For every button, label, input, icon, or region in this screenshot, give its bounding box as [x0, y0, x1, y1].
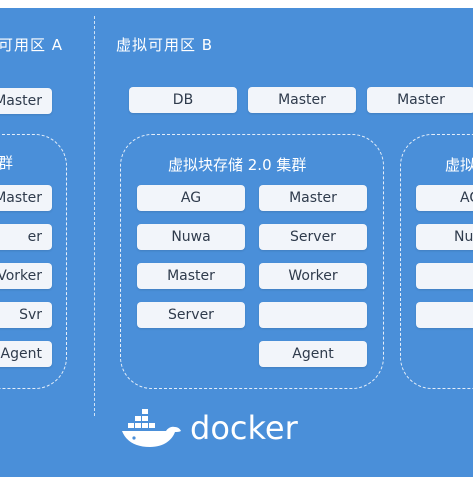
- db-box: DB: [129, 87, 237, 113]
- cluster-right-item: [416, 263, 473, 289]
- box-label: er: [27, 229, 42, 245]
- zone-divider: [94, 16, 95, 416]
- cluster-center-item: Nuwa: [137, 224, 245, 250]
- cluster-right-item: [416, 302, 473, 328]
- box-label: Svr: [19, 307, 42, 323]
- box-label: AG: [460, 190, 473, 206]
- zone-a-master-box: Master: [0, 88, 52, 114]
- box-label: DB: [172, 92, 194, 108]
- zone-b-label: 虚拟可用区 B: [116, 36, 214, 54]
- box-label: Agent: [292, 346, 334, 362]
- box-label: Master: [278, 92, 326, 108]
- cluster-center-item: AG: [137, 185, 245, 211]
- box-label: Master: [289, 190, 337, 206]
- docker-wordmark: docker: [190, 409, 298, 447]
- cluster-left-item: er: [0, 224, 52, 250]
- zone-a-label: 可用区 A: [0, 36, 64, 54]
- box-label: Agent: [0, 346, 42, 362]
- box-label: Nuwa: [171, 229, 211, 245]
- cluster-right-title: 虚拟: [445, 156, 473, 174]
- box-label: Vorker: [0, 268, 42, 284]
- docker-logo: docker: [120, 406, 298, 450]
- docker-whale-icon: [122, 409, 181, 447]
- box-label: Nuw: [454, 229, 473, 245]
- cluster-left-item: Svr: [0, 302, 52, 328]
- cluster-left-item: Vorker: [0, 263, 52, 289]
- cluster-center: [120, 134, 384, 389]
- architecture-diagram: 可用区 A 虚拟可用区 B Master DB Master Master 群 …: [0, 8, 473, 477]
- box-label: Server: [290, 229, 336, 245]
- cluster-center-item: Server: [259, 224, 367, 250]
- box-label: Master: [167, 268, 215, 284]
- box-label: Server: [168, 307, 214, 323]
- box-label: Master: [0, 93, 42, 109]
- box-label: Worker: [288, 268, 338, 284]
- cluster-left-item: Master: [0, 185, 52, 211]
- cluster-center-item: Worker: [259, 263, 367, 289]
- master-box-3: Master: [367, 87, 473, 113]
- cluster-center-item: [259, 302, 367, 328]
- cluster-left-title: 群: [0, 154, 14, 172]
- cluster-left: [0, 134, 67, 389]
- cluster-center-item: Agent: [259, 341, 367, 367]
- cluster-center-item: Server: [137, 302, 245, 328]
- box-label: Master: [0, 190, 42, 206]
- cluster-center-title: 虚拟块存储 2.0 集群: [168, 156, 307, 174]
- cluster-center-item: Master: [137, 263, 245, 289]
- box-label: AG: [180, 190, 202, 206]
- cluster-right: [400, 134, 473, 389]
- master-box-2: Master: [248, 87, 356, 113]
- cluster-left-item: Agent: [0, 341, 52, 367]
- cluster-center-item: Master: [259, 185, 367, 211]
- cluster-right-item: AG: [416, 185, 473, 211]
- box-label: Master: [397, 92, 445, 108]
- cluster-right-item: Nuw: [416, 224, 473, 250]
